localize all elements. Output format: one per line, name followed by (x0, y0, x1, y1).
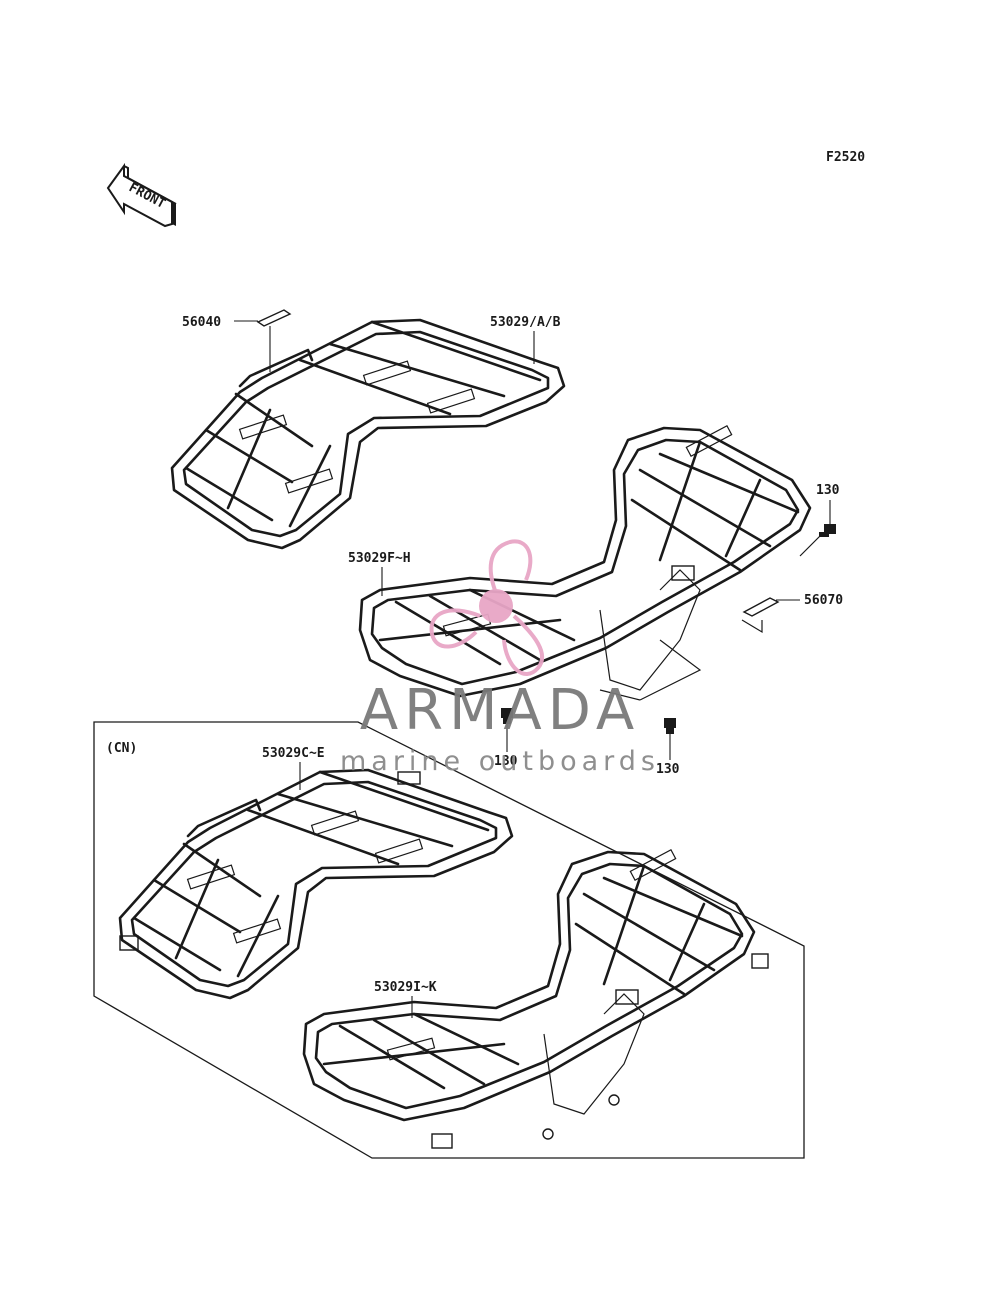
cn-rear-carrier-drawing (302, 848, 769, 1149)
svg-text:130: 130 (656, 762, 680, 777)
callout-53029IK: 53029I~K (374, 980, 437, 1018)
rear-carrier-drawing (358, 424, 836, 734)
svg-text:130: 130 (816, 483, 840, 498)
front-carrier-drawing (170, 309, 566, 550)
svg-text:53029C~E: 53029C~E (262, 746, 325, 761)
svg-text:56070: 56070 (804, 593, 843, 608)
bolt-icon (819, 524, 836, 537)
callout-53029FH: 53029F~H (348, 551, 411, 596)
propeller-icon (429, 539, 545, 676)
bolt-icon (664, 718, 676, 734)
svg-text:53029I~K: 53029I~K (374, 980, 437, 995)
watermark-logo: ARMADA marine outboards (340, 539, 660, 777)
watermark-tagline: marine outboards (340, 746, 660, 777)
callout-56040: 56040 (182, 315, 271, 372)
cn-section-box: (CN) (93, 721, 805, 1159)
svg-text:56040: 56040 (182, 315, 221, 330)
callout-53029AB: 53029/A/B (490, 315, 561, 364)
callout-130-right: 130 (816, 483, 840, 524)
diagram-code: F2520 (826, 150, 865, 165)
cn-section-label: (CN) (106, 741, 137, 756)
callout-53029CE: 53029C~E (262, 746, 325, 790)
cn-front-carrier-drawing (118, 768, 514, 1000)
callout-130-left: 130 (494, 724, 518, 769)
svg-text:53029/A/B: 53029/A/B (490, 315, 561, 330)
svg-text:130: 130 (494, 754, 518, 769)
bolt-icon (501, 708, 513, 724)
callout-130-bottom: 130 (656, 734, 680, 777)
svg-text:53029F~H: 53029F~H (348, 551, 411, 566)
callout-56070: 56070 (776, 593, 843, 608)
watermark-brand: ARMADA (360, 678, 640, 743)
front-arrow-icon: FRONT (106, 162, 177, 228)
